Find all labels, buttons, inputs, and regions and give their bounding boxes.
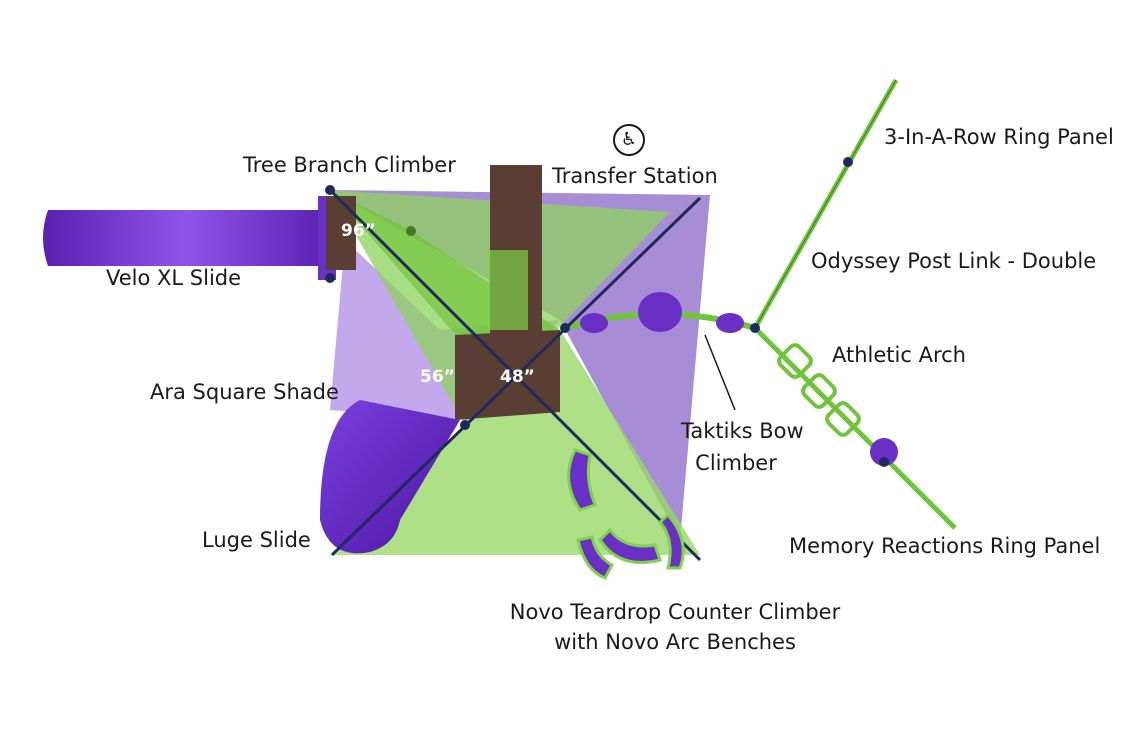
label-ara-square-shade: Ara Square Shade	[150, 380, 339, 404]
wheelchair-accessibility-icon: ♿	[613, 124, 645, 156]
dimension-48: 48”	[500, 367, 535, 387]
label-novo-line2: with Novo Arc Benches	[554, 630, 796, 654]
label-novo-line1: Novo Teardrop Counter Climber	[509, 600, 841, 624]
label-novo-teardrop-counter-climber: Novo Teardrop Counter Climber with Novo …	[500, 600, 850, 654]
label-transfer-station: Transfer Station	[552, 164, 718, 188]
athletic-arch	[753, 326, 957, 530]
label-tree-branch-climber: Tree Branch Climber	[243, 153, 456, 177]
label-memory-reactions-ring-panel: Memory Reactions Ring Panel	[789, 534, 1101, 558]
taktiks-bow-climber	[564, 292, 756, 333]
deck-platform	[326, 165, 560, 420]
novo-teardrop-counter-climber	[567, 448, 685, 580]
label-taktiks-line2: Climber	[695, 451, 777, 475]
label-taktiks-line1: Taktiks Bow	[681, 419, 804, 443]
post-caps	[325, 157, 889, 467]
label-luge-slide: Luge Slide	[202, 528, 311, 552]
dimension-56: 56”	[420, 367, 455, 387]
label-athletic-arch: Athletic Arch	[832, 343, 966, 367]
label-velo-xl-slide: Velo XL Slide	[106, 266, 242, 290]
luge-slide	[320, 400, 460, 554]
support-beams	[328, 188, 702, 562]
label-taktiks-bow-climber: Taktiks Bow Climber	[681, 419, 804, 475]
label-odyssey-post-link: Odyssey Post Link - Double	[811, 249, 1097, 273]
odyssey-post-link	[752, 78, 899, 330]
dimension-96: 96”	[341, 221, 376, 241]
label-three-in-a-row-ring-panel: 3-In-A-Row Ring Panel	[884, 125, 1114, 149]
